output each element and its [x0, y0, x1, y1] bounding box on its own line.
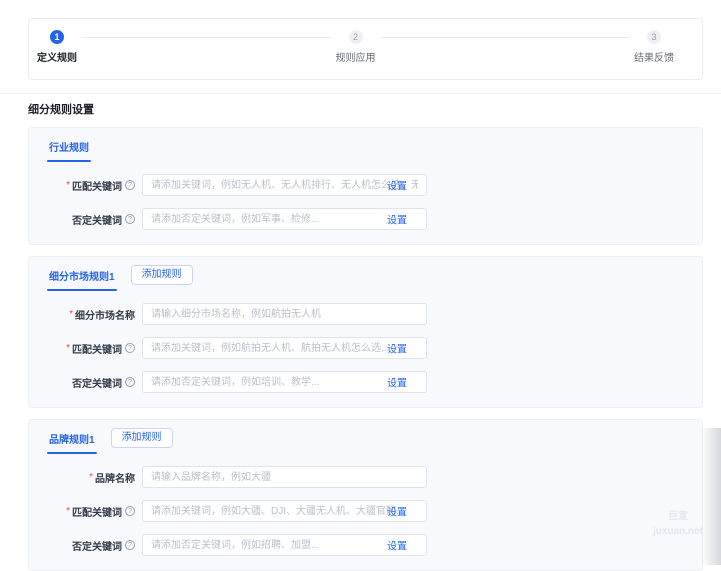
brand-name-input[interactable] — [142, 466, 427, 488]
field-row: 品牌名称 — [47, 466, 684, 488]
field-label-text: 匹配关键词 — [72, 344, 122, 356]
keyword-input-wrap: 设置 — [142, 371, 427, 393]
field-label-text: 匹配关键词 — [72, 507, 122, 519]
field-row: 匹配关键词 ? 设置 — [47, 174, 684, 196]
section-divider — [0, 93, 721, 94]
keyword-input-wrap: 设置 — [142, 208, 427, 230]
field-label: 否定关键词 ? — [47, 538, 135, 553]
step-2-circle: 2 — [348, 30, 363, 44]
step-1-label: 定义规则 — [37, 53, 77, 64]
settings-link[interactable]: 设置 — [387, 181, 407, 193]
keyword-input-wrap: 设置 — [142, 534, 427, 556]
field-row: 匹配关键词 ? 设置 — [47, 337, 684, 359]
settings-link[interactable]: 设置 — [387, 378, 407, 390]
help-icon[interactable]: ? — [125, 540, 135, 550]
settings-link[interactable]: 设置 — [387, 541, 407, 553]
industry-rule-card: 行业规则 匹配关键词 ? 设置 否定关键词 ? — [28, 127, 703, 245]
card-header: 细分市场规则1 添加规则 — [47, 265, 684, 291]
negative-keywords-input[interactable] — [142, 534, 427, 556]
field-label-text: 否定关键词 — [72, 378, 122, 390]
keyword-input-wrap: 设置 — [142, 174, 427, 196]
field-label: 细分市场名称 — [47, 307, 135, 322]
field-row: 否定关键词 ? 设置 — [47, 208, 684, 230]
step-define-rules: 1 定义规则 — [37, 30, 77, 64]
match-keywords-input[interactable] — [142, 337, 427, 359]
card-header: 行业规则 — [47, 136, 684, 162]
step-2-label: 规则应用 — [335, 53, 376, 64]
help-icon[interactable]: ? — [125, 343, 135, 353]
match-keywords-input[interactable] — [142, 174, 427, 196]
right-edge-shadow — [702, 428, 721, 565]
keyword-input-wrap: 设置 — [142, 500, 427, 522]
stepper: 1 定义规则 2 规则应用 3 结果反馈 — [28, 18, 703, 80]
help-icon[interactable]: ? — [125, 506, 135, 516]
help-icon[interactable]: ? — [125, 180, 135, 190]
step-connector — [82, 37, 331, 38]
tab-industry-rule[interactable]: 行业规则 — [47, 136, 91, 162]
field-label-text: 匹配关键词 — [72, 181, 122, 193]
card-header: 品牌规则1 添加规则 — [47, 428, 684, 454]
add-rule-button[interactable]: 添加规则 — [110, 428, 173, 448]
add-rule-button[interactable]: 添加规则 — [130, 265, 193, 285]
field-label: 匹配关键词 ? — [47, 178, 135, 193]
step-3-circle: 3 — [647, 30, 661, 44]
negative-keywords-input[interactable] — [142, 371, 427, 393]
field-label-text: 细分市场名称 — [75, 310, 135, 322]
step-result-feedback: 3 结果反馈 — [634, 30, 674, 64]
field-label: 匹配关键词 ? — [47, 504, 135, 519]
keyword-input-wrap: 设置 — [142, 337, 427, 359]
main-content: 细分规则设置 行业规则 匹配关键词 ? 设置 否定关键词 — [28, 101, 703, 571]
brand-rule-card: 品牌规则1 添加规则 品牌名称 匹配关键词 ? — [28, 419, 703, 571]
match-keywords-input[interactable] — [142, 500, 427, 522]
step-apply-rules: 2 规则应用 — [336, 30, 376, 64]
field-label-text: 否定关键词 — [72, 215, 122, 227]
tab-segment-market-rule-1[interactable]: 细分市场规则1 — [47, 265, 117, 291]
name-input-wrap — [142, 303, 427, 325]
tab-brand-rule-1[interactable]: 品牌规则1 — [47, 428, 97, 454]
field-row: 否定关键词 ? 设置 — [47, 534, 684, 556]
negative-keywords-input[interactable] — [142, 208, 427, 230]
settings-link[interactable]: 设置 — [387, 344, 407, 356]
field-label-text: 品牌名称 — [95, 473, 135, 485]
step-3-label: 结果反馈 — [634, 53, 674, 64]
name-input-wrap — [142, 466, 427, 488]
field-row: 细分市场名称 — [47, 303, 684, 325]
page-title: 细分规则设置 — [28, 104, 94, 116]
field-label: 否定关键词 ? — [47, 212, 135, 227]
field-label: 否定关键词 ? — [47, 375, 135, 390]
field-row: 匹配关键词 ? 设置 — [47, 500, 684, 522]
segment-market-rule-card: 细分市场规则1 添加规则 细分市场名称 匹配关键词 ? — [28, 256, 703, 408]
settings-link[interactable]: 设置 — [387, 215, 407, 227]
field-label-text: 否定关键词 — [72, 541, 122, 553]
step-connector — [380, 37, 629, 38]
settings-link[interactable]: 设置 — [387, 507, 407, 519]
field-label: 匹配关键词 ? — [47, 341, 135, 356]
field-label: 品牌名称 — [47, 470, 135, 485]
help-icon[interactable]: ? — [125, 377, 135, 387]
segment-market-name-input[interactable] — [142, 303, 427, 325]
help-icon[interactable]: ? — [125, 214, 135, 224]
step-1-circle: 1 — [50, 30, 64, 44]
field-row: 否定关键词 ? 设置 — [47, 371, 684, 393]
